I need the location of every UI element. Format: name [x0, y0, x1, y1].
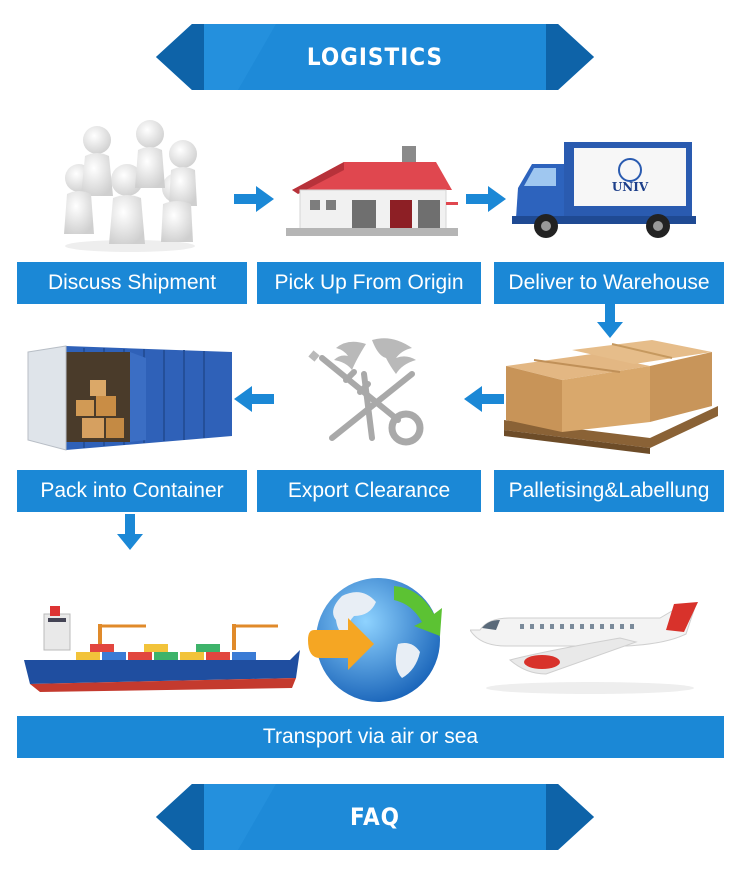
- people-group-icon: [55, 118, 205, 253]
- arrow-down-icon: [597, 304, 623, 343]
- arrow-right-icon: [466, 186, 506, 217]
- faq-banner: FAQ: [156, 784, 594, 850]
- globe-arrows-icon: [302, 566, 454, 710]
- van-logo-text: UNIV: [612, 180, 649, 194]
- warehouse-icon: [286, 140, 458, 238]
- customs-keys-icon: [302, 334, 438, 446]
- logistics-banner: LOGISTICS: [156, 24, 594, 90]
- step-label-pick-up: Pick Up From Origin: [257, 262, 481, 304]
- airplane-icon: [469, 600, 704, 696]
- step-label-export-clearance: Export Clearance: [257, 470, 481, 512]
- step-label-pack-container: Pack into Container: [17, 470, 247, 512]
- arrow-left-icon: [234, 386, 274, 417]
- shipping-container-icon: [24, 340, 242, 458]
- arrow-right-icon: [234, 186, 274, 217]
- step-label-palletising: Palletising&Labellung: [494, 470, 724, 512]
- step-label-discuss-shipment: Discuss Shipment: [17, 262, 247, 304]
- logistics-title: LOGISTICS: [306, 43, 444, 71]
- cargo-ship-icon: [20, 604, 302, 694]
- faq-title: FAQ: [349, 803, 401, 831]
- delivery-van-icon: UNIV: [512, 138, 698, 242]
- pallet-boxes-icon: [500, 336, 720, 454]
- transport-label: Transport via air or sea: [17, 716, 724, 758]
- arrow-down-icon: [117, 514, 143, 555]
- arrow-left-icon: [464, 386, 504, 417]
- step-label-deliver-warehouse: Deliver to Warehouse: [494, 262, 724, 304]
